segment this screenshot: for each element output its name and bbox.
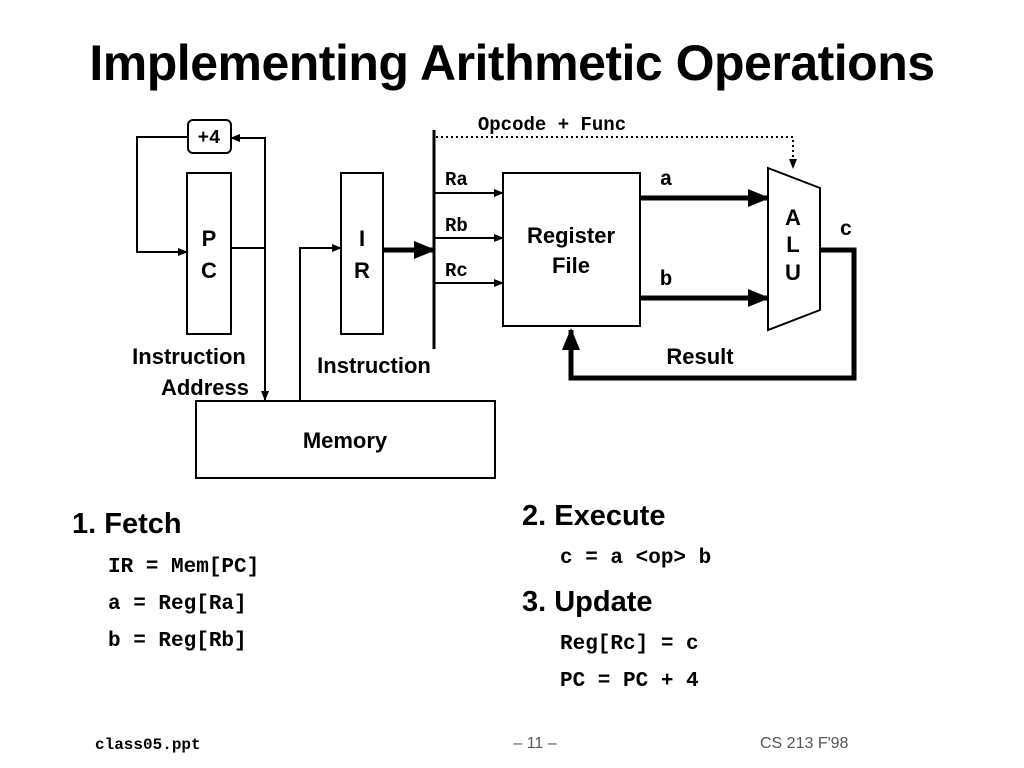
pc-to-adder-wire (230, 134, 266, 248)
register-file-label-1: Register (527, 223, 615, 248)
update-heading: 3. Update (522, 586, 653, 618)
rb-label: Rb (445, 215, 468, 237)
a-label: a (660, 169, 673, 192)
ra-label: Ra (445, 169, 468, 191)
ir-register (340, 172, 384, 335)
register-file-label-2: File (552, 253, 590, 278)
instruction-label: Instruction (317, 353, 431, 378)
pc-register (186, 172, 232, 335)
memory-to-ir-wire (299, 244, 342, 401)
update-line-1: Reg[Rc] = c (560, 633, 699, 656)
c-label: c (840, 219, 853, 242)
pc-label-c: C (201, 258, 217, 283)
register-file (502, 172, 641, 327)
result-label: Result (666, 344, 734, 369)
alu-label-a: A (785, 205, 801, 230)
alu (767, 166, 821, 332)
pc-label-p: P (202, 226, 217, 251)
ir-label-i: I (359, 226, 365, 251)
fetch-line-1: IR = Mem[PC] (108, 556, 260, 579)
memory-block (195, 400, 496, 479)
footer-filename: class05.ppt (95, 736, 201, 754)
footer-course: CS 213 F'98 (760, 735, 849, 752)
execute-line-1: c = a <op> b (560, 547, 712, 570)
alu-label-u: U (785, 260, 801, 285)
opcode-func-label: Opcode + Func (478, 114, 626, 136)
execute-heading: 2. Execute (522, 500, 666, 532)
update-line-2: PC = PC + 4 (560, 670, 699, 693)
b-label: b (660, 269, 673, 292)
adder-to-pc-wire (136, 136, 188, 256)
result-wire (562, 247, 857, 381)
memory-label: Memory (303, 428, 388, 453)
page-title: Implementing Arithmetic Operations (89, 35, 935, 91)
alu-label-l: L (786, 232, 799, 257)
fetch-line-2: a = Reg[Ra] (108, 593, 247, 616)
footer-page-number: – 11 – (513, 735, 557, 752)
fetch-line-3: b = Reg[Rb] (108, 630, 247, 653)
plus4-label: +4 (198, 127, 221, 149)
rc-label: Rc (445, 260, 468, 282)
instruction-address-label-1: Instruction (132, 344, 246, 369)
opcode-func-wire (436, 136, 797, 169)
fetch-heading: 1. Fetch (72, 508, 182, 540)
ir-label-r: R (354, 258, 370, 283)
instruction-address-label-2: Address (161, 375, 249, 400)
